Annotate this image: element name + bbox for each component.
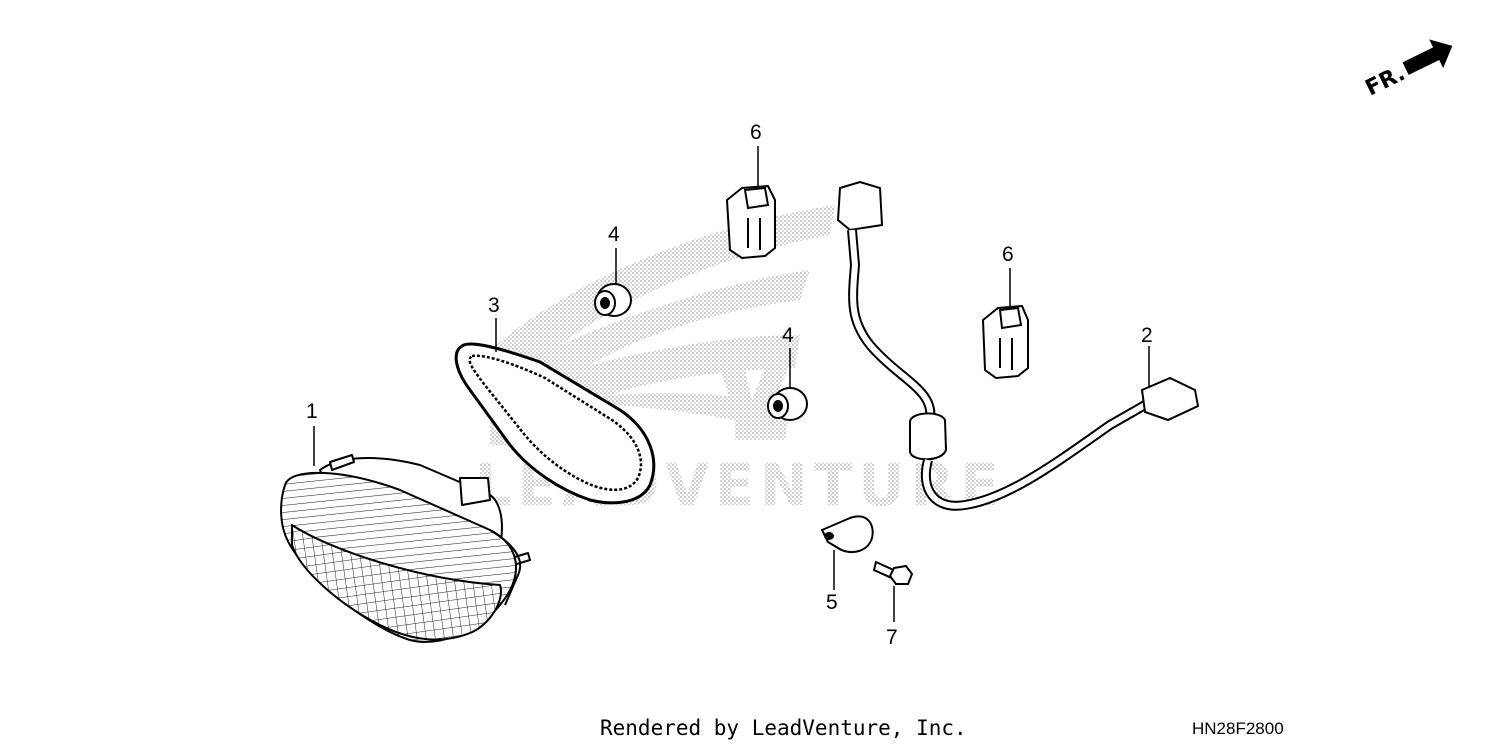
harness-grommet [909, 412, 948, 461]
taillight-lens-rim [489, 529, 522, 606]
harness-wire-lower-inner [922, 402, 1147, 509]
socket-slot [999, 338, 1013, 370]
grommet-hole [773, 400, 783, 412]
bolt-head [888, 564, 914, 585]
part-4-grommet-lower[interactable] [767, 387, 808, 421]
render-credit: Rendered by LeadVenture, Inc. [600, 716, 967, 740]
part-6-socket-lower[interactable] [981, 304, 1029, 380]
callout-4-upper: 4 [608, 223, 620, 246]
socket-slot [747, 218, 761, 250]
part-3-gasket[interactable] [454, 342, 656, 505]
callout-labels: 1 2 3 4 4 5 6 6 7 [306, 121, 1153, 649]
socket-top [998, 306, 1023, 330]
leader-lines [313, 146, 1150, 622]
gasket-outer [454, 342, 656, 505]
taillight-lens-lower [291, 524, 502, 641]
clamp-band [820, 515, 874, 554]
grommet-hole [600, 297, 610, 309]
part-2-wire-harness[interactable] [836, 180, 1200, 511]
part-5-clamp[interactable] [820, 515, 874, 554]
clamp-hole [824, 532, 834, 540]
callout-4-lower: 4 [782, 324, 794, 347]
taillight-stud-top [329, 454, 355, 471]
callout-6-lower: 6 [1002, 243, 1014, 266]
harness-connector-lower [1140, 376, 1200, 422]
taillight-connector [459, 477, 491, 506]
part-1-taillight[interactable] [280, 454, 531, 643]
part-6-socket-upper[interactable] [725, 184, 776, 260]
callout-1: 1 [306, 400, 318, 423]
socket-top [743, 186, 770, 210]
callout-5: 5 [826, 591, 838, 614]
callout-2: 2 [1141, 324, 1153, 347]
callout-6-upper: 6 [750, 121, 762, 144]
watermark-v-mark [715, 350, 795, 440]
diagram-code: HN28F2800 [1192, 719, 1284, 738]
part-7-bolt[interactable] [872, 560, 914, 585]
part-4-grommet-upper[interactable] [594, 283, 632, 317]
gasket-inner [468, 354, 643, 492]
harness-wire-upper-inner [849, 229, 934, 421]
callout-3: 3 [488, 294, 500, 317]
callout-7: 7 [886, 626, 898, 649]
front-arrow-icon [1402, 39, 1453, 75]
front-label: FR. [1362, 61, 1410, 101]
harness-connector-upper [836, 180, 884, 232]
front-direction-indicator: FR. [1362, 39, 1453, 101]
